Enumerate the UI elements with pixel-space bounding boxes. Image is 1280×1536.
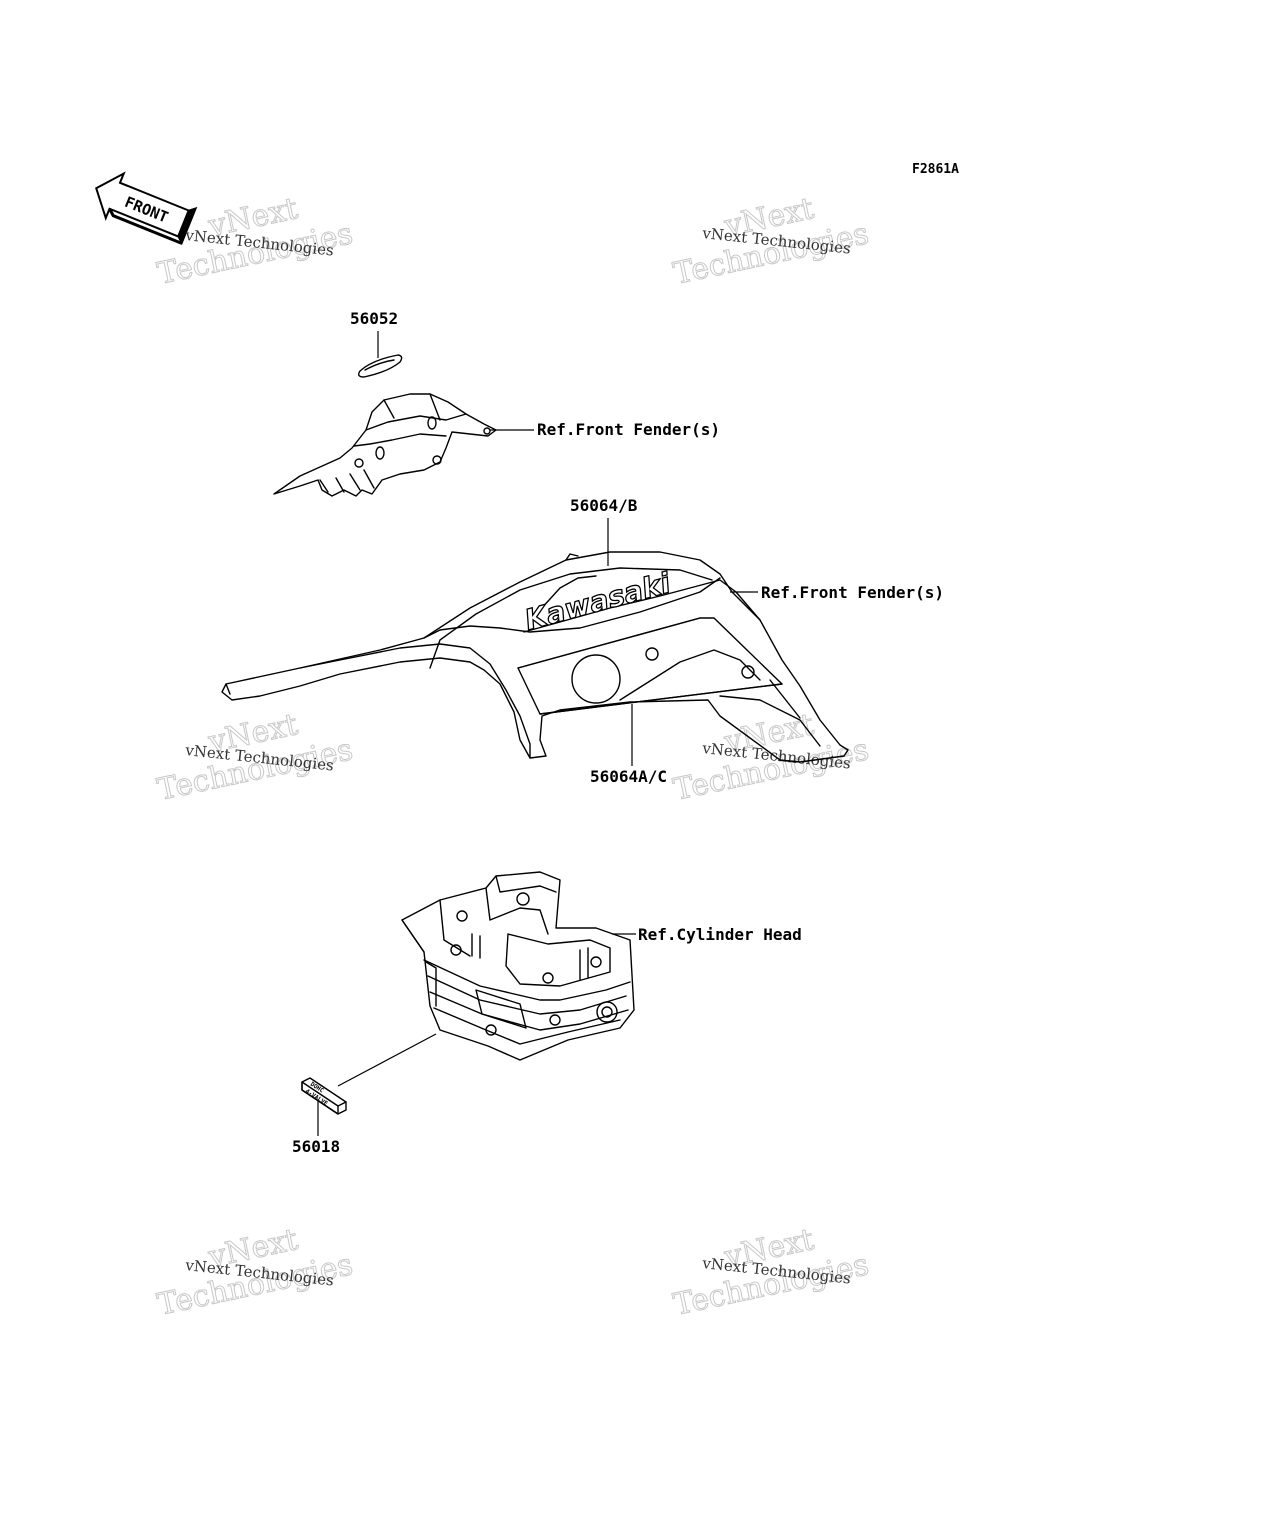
ref-front-fender-2: Ref.Front Fender(s) bbox=[761, 583, 944, 602]
front-arrow-icon: FRONT bbox=[95, 171, 198, 246]
part-number-56064a-c: 56064A/C bbox=[590, 767, 667, 786]
watermark: vNext Technologies bbox=[670, 191, 872, 293]
part-number-56018: 56018 bbox=[292, 1137, 340, 1156]
ref-cylinder-head: Ref.Cylinder Head bbox=[638, 925, 802, 944]
emblem-56052 bbox=[357, 354, 403, 378]
front-fender-cover-small bbox=[273, 393, 497, 497]
part-number-56064-b: 56064/B bbox=[570, 496, 638, 515]
figure-code: F2861A bbox=[912, 162, 959, 177]
kawasaki-logo: Kawasaki bbox=[521, 566, 674, 637]
leader-line bbox=[337, 1033, 437, 1087]
cylinder-head bbox=[401, 871, 635, 1061]
ref-front-fender-1: Ref.Front Fender(s) bbox=[537, 420, 720, 439]
label-dohc-4-valve: DOHC 4-VALVE bbox=[301, 1077, 347, 1115]
part-number-56052: 56052 bbox=[350, 309, 398, 328]
